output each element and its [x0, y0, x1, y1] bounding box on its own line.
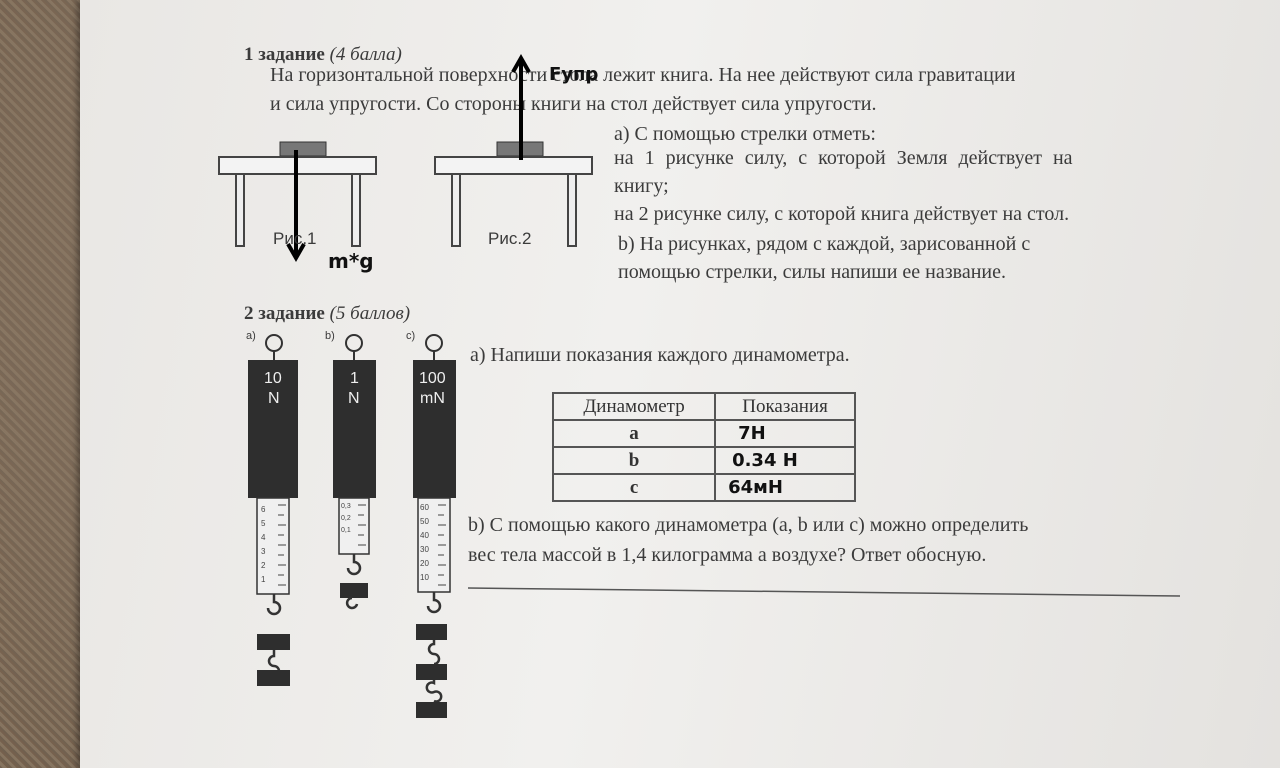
dynamometer-b — [333, 334, 376, 610]
elastic-force-arrow — [511, 53, 531, 160]
header-dynamometer: Динамометр — [551, 392, 717, 421]
task1-qb-line2: помощью стрелки, силы напиши ее название… — [618, 261, 1006, 283]
dyn-c-scale-60: 60 — [420, 503, 429, 512]
dyn-a-scale: 6 5 4 3 2 1 — [261, 503, 265, 587]
dyn-c-unit: mN — [420, 390, 445, 407]
task1-title: 1 задание — [244, 44, 325, 65]
task2-points: (5 баллов) — [329, 303, 411, 324]
table-row: c 64мН — [551, 473, 856, 502]
row-key: a — [551, 419, 717, 448]
dyn-b-scale-02: 0,2 — [341, 515, 351, 522]
dyn-a-scale-6: 6 — [261, 505, 266, 514]
gravity-arrow — [286, 150, 306, 263]
task2-heading: 2 задание (5 баллов) — [244, 303, 410, 325]
dyn-a-range: 10 — [264, 370, 282, 387]
answer-cell[interactable]: 7Н — [714, 419, 856, 448]
dyn-b-letter: b) — [325, 330, 335, 342]
row-key: b — [551, 446, 717, 475]
answer-cell[interactable]: 0.34 Н — [714, 446, 856, 475]
task2-title: 2 задание — [244, 303, 325, 324]
answer-b: 0.34 Н — [732, 449, 798, 471]
dyn-c-scale-30: 30 — [420, 545, 429, 554]
answer-line — [467, 587, 1181, 597]
answer-elastic-label: Fупр — [549, 64, 599, 85]
dyn-a-scale-5: 5 — [261, 519, 266, 528]
row-key: c — [551, 473, 717, 502]
dyn-a-scale-4: 4 — [261, 533, 266, 542]
task1-qa-line2: на 1 рисунке силу, с которой Земля дейст… — [614, 147, 1073, 169]
dyn-c-scale-40: 40 — [420, 531, 429, 540]
header-readings: Показания — [714, 392, 856, 421]
task1-heading: 1 задание (4 балла) — [244, 44, 402, 66]
table-row: a 7Н — [551, 419, 856, 448]
task2-qb-line2: вес тела массой в 1,4 килограмма а возду… — [468, 544, 987, 566]
answer-cell[interactable]: 64мН — [714, 473, 856, 502]
scale-ticks — [278, 504, 446, 586]
task2-qa: a) Напиши показания каждого динамометра. — [470, 344, 850, 366]
dynamometer-c — [413, 334, 456, 718]
dyn-c-scale-20: 20 — [420, 559, 429, 568]
dynamometer-a — [248, 334, 298, 686]
answer-gravity-label: m*g — [328, 249, 374, 273]
dyn-b-scale-03: 0,3 — [341, 503, 351, 510]
dyn-c-range: 100 — [419, 370, 446, 387]
task1-line2: и сила упругости. Со стороны книги на ст… — [270, 93, 877, 115]
task1-qa-line1: a) С помощью стрелки отметь: — [614, 123, 876, 145]
dyn-c-scale-50: 50 — [420, 517, 429, 526]
task2-qb-line1: b) С помощью какого динамометра (a, b ил… — [468, 514, 1029, 536]
task1-points: (4 балла) — [329, 44, 402, 65]
table-row: b 0.34 Н — [551, 446, 856, 475]
dyn-b-scale-01: 0,1 — [341, 527, 351, 534]
readings-table: Динамометр Показания a 7Н b 0.34 Н c 64м… — [551, 392, 856, 502]
dyn-c-scale: 60 50 40 30 20 10 — [420, 501, 429, 585]
fig1-label: Рис.1 — [273, 229, 317, 248]
dyn-a-scale-2: 2 — [261, 561, 266, 570]
table-figure-1 — [218, 141, 377, 247]
table-figure-2 — [434, 141, 593, 247]
task1-qb-line1: b) На рисунках, рядом с каждой, зарисова… — [618, 233, 1031, 255]
task1-qa-line4: на 2 рисунке силу, с которой книга дейст… — [614, 203, 1070, 225]
readings-header-row: Динамометр Показания — [551, 392, 856, 421]
dyn-a-scale-3: 3 — [261, 547, 266, 556]
answer-a: 7Н — [738, 422, 766, 444]
dyn-b-scale: 0,3 0,2 0,1 — [341, 501, 351, 537]
dyn-a-letter: a) — [246, 330, 256, 342]
fig2-label: Рис.2 — [488, 229, 532, 248]
task1-line1: На горизонтальной поверхности стола лежи… — [270, 64, 1016, 86]
dyn-c-scale-10: 10 — [420, 573, 429, 582]
dyn-b-range: 1 — [350, 370, 359, 387]
dyn-b-unit: N — [348, 390, 360, 407]
task1-qa-line3: книгу; — [614, 175, 669, 197]
answer-c: 64мН — [728, 476, 783, 498]
dyn-a-unit: N — [268, 390, 280, 407]
dyn-a-scale-1: 1 — [261, 575, 266, 584]
dyn-c-letter: c) — [406, 330, 416, 342]
